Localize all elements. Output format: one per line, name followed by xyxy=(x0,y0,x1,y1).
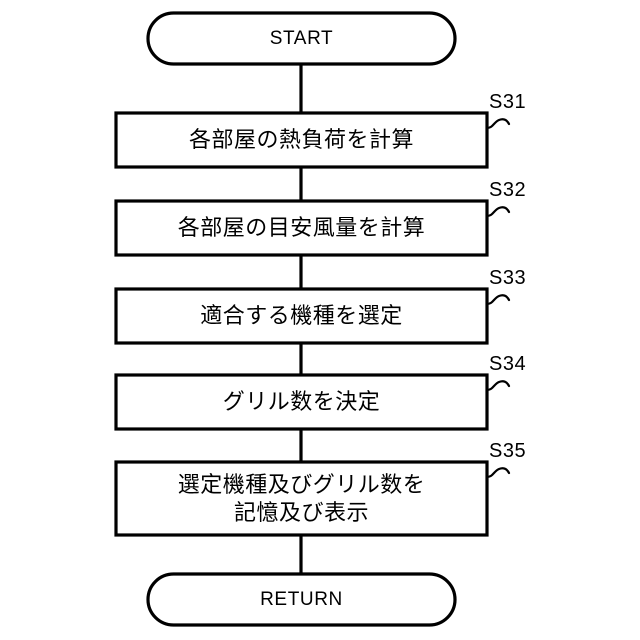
leader-line-s35 xyxy=(485,467,511,479)
leader-line-s34 xyxy=(485,380,511,392)
process-box-s32-shape xyxy=(114,199,489,257)
process-box-s34-shape xyxy=(114,373,489,431)
start-terminal-shape xyxy=(146,11,457,66)
process-box-s33-shape xyxy=(114,287,489,345)
leader-line-s31 xyxy=(485,118,511,130)
leader-line-s32 xyxy=(485,206,511,218)
process-box-s35-shape xyxy=(114,460,489,537)
return-terminal-shape xyxy=(146,572,457,627)
leader-line-s33 xyxy=(485,294,511,306)
process-box-s31-shape xyxy=(114,111,489,169)
